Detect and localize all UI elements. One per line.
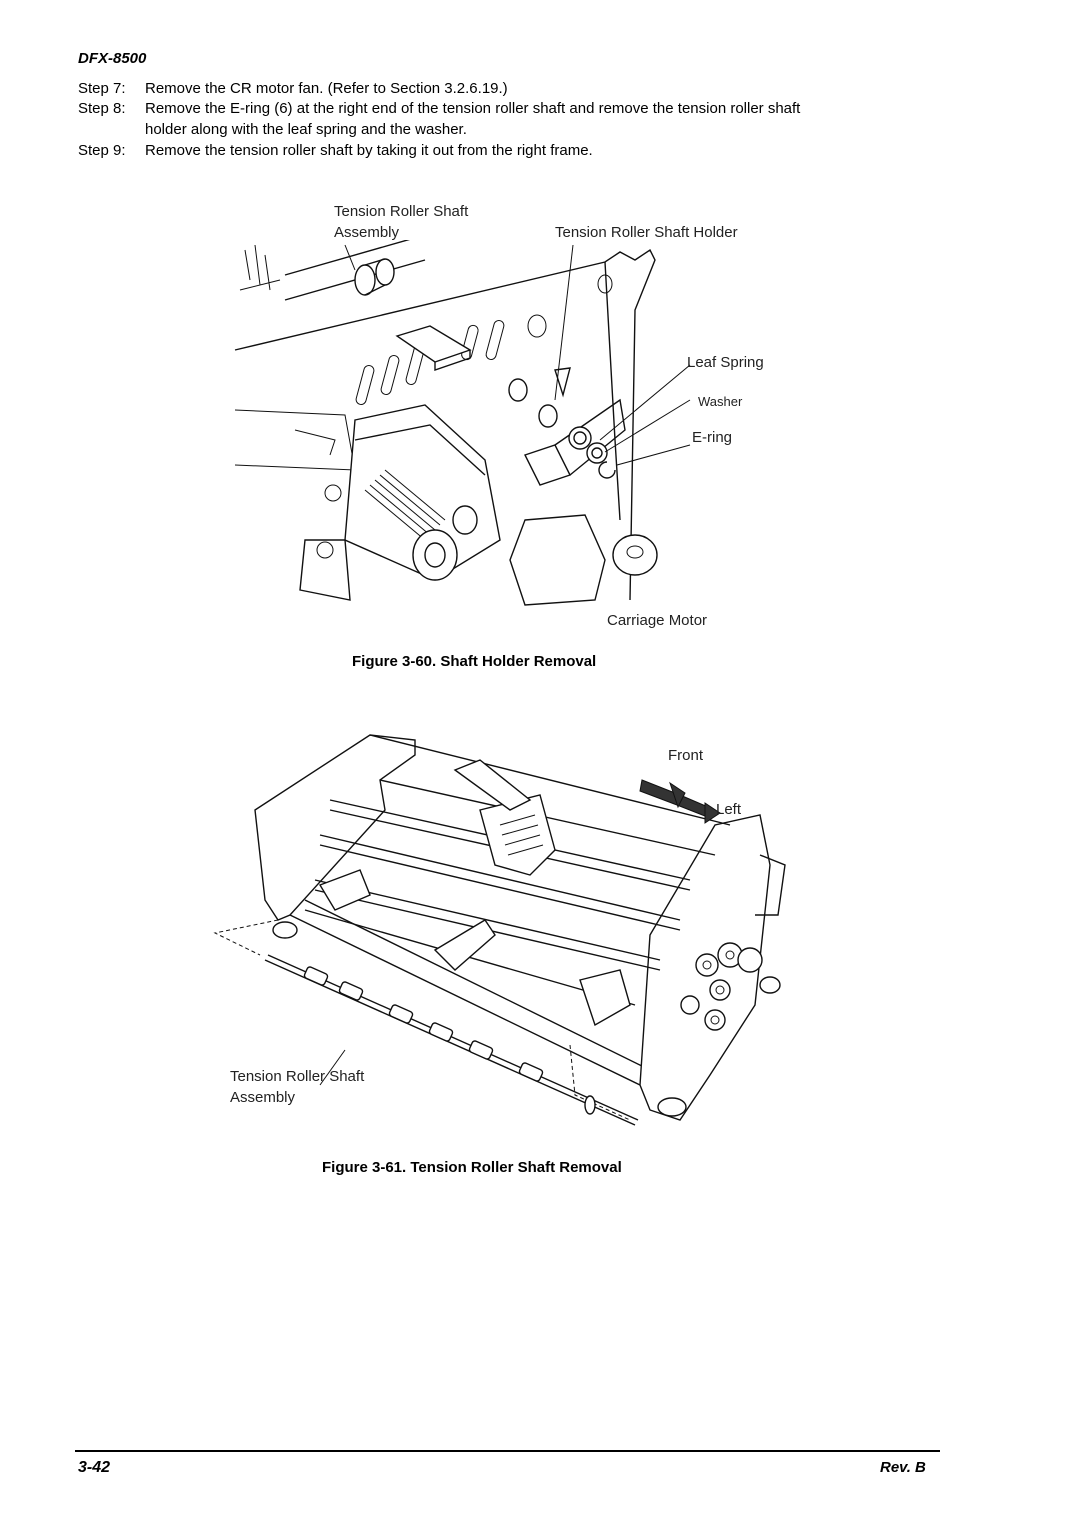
- figure-61-caption: Figure 3-61. Tension Roller Shaft Remova…: [322, 1159, 622, 1176]
- step-9: Step 9: Remove the tension roller shaft b…: [78, 141, 593, 160]
- tension-roller-shaft-removal-illustration: [213, 734, 786, 1126]
- page-number: 3-42: [78, 1459, 111, 1476]
- step-label: Step 9:: [78, 142, 126, 159]
- callout-shaft-holder: Tension Roller Shaft Holder: [555, 224, 738, 241]
- callout-leaf-spring: Leaf Spring: [687, 354, 764, 371]
- callout-front: Front: [668, 747, 704, 764]
- footer-rule: [75, 1450, 940, 1452]
- step-text: Remove the tension roller shaft by takin…: [145, 142, 593, 159]
- step-text: Remove the E-ring (6) at the right end o…: [145, 100, 801, 117]
- callout-roller-assembly-line1: Tension Roller Shaft: [230, 1068, 365, 1085]
- revision-label: Rev. B: [880, 1459, 926, 1476]
- step-7: Step 7: Remove the CR motor fan. (Refer t…: [78, 79, 508, 98]
- document-model: DFX-8500: [78, 50, 147, 67]
- step-label: Step 8:: [78, 100, 126, 117]
- figure-60-caption: Figure 3-60. Shaft Holder Removal: [352, 653, 597, 670]
- step-text: Remove the CR motor fan. (Refer to Secti…: [145, 80, 508, 97]
- callout-roller-assembly-line2: Assembly: [230, 1089, 296, 1106]
- callout-left: Left: [716, 801, 742, 818]
- step-8-continuation: holder along with the leaf spring and th…: [145, 121, 467, 138]
- shaft-holder-removal-illustration: [234, 240, 691, 606]
- callout-e-ring: E-ring: [692, 429, 733, 446]
- callout-assembly-line1: Tension Roller Shaft: [334, 203, 469, 220]
- step-label: Step 7:: [78, 80, 126, 97]
- step-8: Step 8: Remove the E-ring (6) at the righ…: [78, 99, 800, 118]
- callout-washer: Washer: [698, 394, 743, 409]
- callout-carriage-motor: Carriage Motor: [607, 612, 708, 629]
- callout-assembly-line2: Assembly: [334, 224, 400, 241]
